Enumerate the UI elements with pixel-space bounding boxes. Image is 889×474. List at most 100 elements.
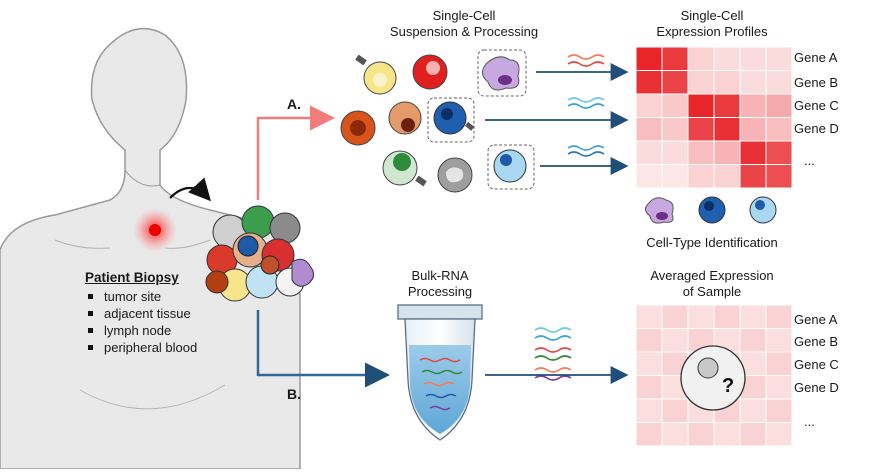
averaged-heatmap-cell bbox=[765, 351, 793, 376]
sc-profiles-title-1: Single-Cell bbox=[680, 8, 744, 23]
averaged-heatmap-cell bbox=[635, 328, 663, 353]
sc-gene-label-1: Gene A bbox=[794, 50, 838, 65]
biopsy-source-list: tumor site adjacent tissue lymph node pe… bbox=[88, 288, 197, 356]
heatmap-cell bbox=[765, 117, 793, 142]
avg-gene-label-5: ... bbox=[804, 414, 815, 429]
unknown-symbol: ? bbox=[722, 375, 734, 397]
heatmap-cell bbox=[739, 140, 767, 165]
averaged-heatmap-cell bbox=[635, 351, 663, 376]
heatmap-cell bbox=[687, 164, 715, 189]
averaged-heatmap-cell bbox=[661, 304, 689, 329]
unknown-cell-nucleus bbox=[697, 357, 719, 379]
single-cell-heatmap bbox=[635, 46, 793, 189]
heatmap-cell bbox=[687, 117, 715, 142]
heatmap-cell bbox=[661, 117, 689, 142]
averaged-heatmap-cell bbox=[635, 398, 663, 423]
heatmap-cell bbox=[661, 93, 689, 118]
heatmap-cell bbox=[765, 70, 793, 95]
averaged-heatmap-cell bbox=[661, 422, 689, 447]
averaged-heatmap-cell bbox=[661, 398, 689, 423]
biopsy-source-item: tumor site bbox=[88, 288, 197, 305]
averaged-title-1: Averaged Expression bbox=[650, 268, 774, 283]
heatmap-cell bbox=[687, 46, 715, 71]
averaged-heatmap-cell bbox=[765, 328, 793, 353]
biopsy-source-item: peripheral blood bbox=[88, 339, 197, 356]
heatmap-cell bbox=[765, 93, 793, 118]
heatmap-cell bbox=[635, 164, 663, 189]
path-b-arrow bbox=[256, 310, 390, 388]
path-a-arrow bbox=[256, 105, 335, 200]
heatmap-cell bbox=[765, 164, 793, 189]
biopsy-site-dot bbox=[149, 224, 161, 236]
sc-profiles-title-2: Expression Profiles bbox=[656, 24, 768, 39]
averaged-heatmap-cell bbox=[739, 398, 767, 423]
heatmap-cell bbox=[687, 140, 715, 165]
path-a-label: A. bbox=[287, 96, 301, 112]
sc-gene-label-4: Gene D bbox=[794, 121, 839, 136]
heatmap-cell bbox=[661, 140, 689, 165]
heatmap-cell bbox=[635, 93, 663, 118]
heatmap-cell bbox=[687, 70, 715, 95]
bulk-title-1: Bulk-RNA bbox=[411, 268, 469, 283]
cell-type-icons bbox=[644, 196, 777, 224]
heatmap-cell bbox=[713, 164, 741, 189]
biopsy-arrow bbox=[169, 177, 211, 202]
cell-type-label: Cell-Type Identification bbox=[646, 235, 778, 250]
heatmap-cell bbox=[739, 46, 767, 71]
heatmap-cell bbox=[713, 70, 741, 95]
averaged-heatmap-cell bbox=[635, 375, 663, 400]
heatmap-cell bbox=[713, 117, 741, 142]
path-b-label: B. bbox=[287, 386, 301, 402]
averaged-heatmap-cell bbox=[765, 398, 793, 423]
averaged-heatmap-cell bbox=[765, 304, 793, 329]
averaged-title-2: of Sample bbox=[682, 284, 742, 299]
averaged-heatmap-cell bbox=[687, 304, 715, 329]
unknown-cell bbox=[680, 345, 746, 411]
heatmap-cell bbox=[765, 140, 793, 165]
heatmap-cell bbox=[713, 46, 741, 71]
sc-processing-title-1: Single-Cell bbox=[432, 8, 496, 23]
averaged-heatmap-cell bbox=[739, 328, 767, 353]
heatmap-cell bbox=[765, 46, 793, 71]
cell-cluster bbox=[205, 205, 314, 302]
rna-transcripts-b bbox=[534, 327, 572, 381]
averaged-heatmap-cell bbox=[635, 422, 663, 447]
heatmap-cell bbox=[635, 70, 663, 95]
heatmap-cell bbox=[739, 164, 767, 189]
sc-gene-label-5: ... bbox=[804, 153, 815, 168]
heatmap-cell bbox=[713, 93, 741, 118]
sc-gene-label-2: Gene B bbox=[794, 75, 839, 90]
heatmap-cell bbox=[661, 164, 689, 189]
heatmap-cell bbox=[635, 46, 663, 71]
averaged-heatmap-cell bbox=[765, 422, 793, 447]
heatmap-cell bbox=[739, 117, 767, 142]
averaged-heatmap-cell bbox=[713, 422, 741, 447]
heatmap-cell bbox=[635, 140, 663, 165]
avg-gene-label-3: Gene C bbox=[794, 357, 839, 372]
averaged-heatmap-cell bbox=[739, 304, 767, 329]
heatmap-cell bbox=[713, 140, 741, 165]
biopsy-source-item: lymph node bbox=[88, 322, 197, 339]
heatmap-cell bbox=[661, 46, 689, 71]
heatmap-cell bbox=[687, 93, 715, 118]
averaged-heatmap-cell bbox=[739, 422, 767, 447]
single-cells bbox=[340, 49, 535, 193]
sc-processing-title-2: Suspension & Processing bbox=[389, 24, 539, 39]
averaged-heatmap-cell bbox=[687, 422, 715, 447]
averaged-heatmap-cell bbox=[635, 304, 663, 329]
avg-gene-label-2: Gene B bbox=[794, 334, 839, 349]
rna-transcripts-a bbox=[567, 54, 605, 157]
averaged-heatmap-cell bbox=[661, 328, 689, 353]
biopsy-source-item: adjacent tissue bbox=[88, 305, 197, 322]
sc-gene-label-3: Gene C bbox=[794, 98, 839, 113]
heatmap-cell bbox=[635, 117, 663, 142]
averaged-heatmap-cell bbox=[713, 304, 741, 329]
avg-gene-label-4: Gene D bbox=[794, 380, 839, 395]
averaged-heatmap-cell bbox=[765, 375, 793, 400]
patient-biopsy-title: Patient Biopsy bbox=[85, 270, 179, 285]
heatmap-cell bbox=[739, 93, 767, 118]
avg-gene-label-1: Gene A bbox=[794, 312, 838, 327]
heatmap-cell bbox=[739, 70, 767, 95]
